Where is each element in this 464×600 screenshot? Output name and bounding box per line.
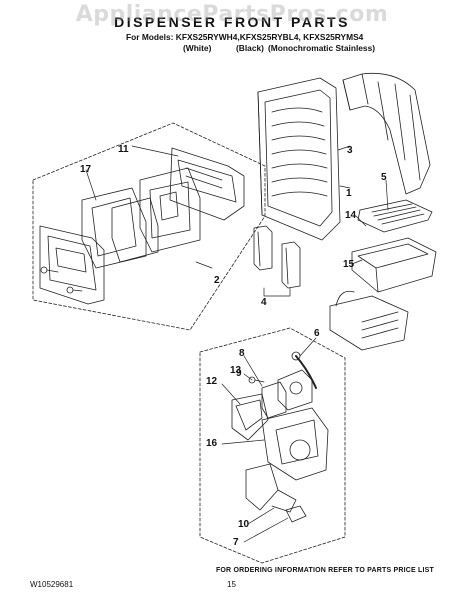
display-panel	[111, 197, 159, 263]
control-panel-group-outline	[32, 122, 266, 331]
rubber-strip-left	[253, 225, 273, 271]
rubber-strip-right	[281, 241, 301, 289]
screw-13	[248, 376, 265, 384]
dispenser-door-panel	[342, 72, 431, 195]
callout-7: 7	[233, 537, 239, 548]
electronic-control-board	[139, 167, 201, 253]
callout-3: 3	[347, 145, 353, 156]
callout-16: 16	[206, 438, 218, 449]
solenoid-valve	[277, 369, 313, 411]
callout-4: 4	[261, 297, 267, 308]
callout-14: 14	[345, 210, 357, 221]
document-number: W10529681	[30, 580, 74, 589]
callout-15: 15	[343, 259, 355, 270]
ordering-note: FOR ORDERING INFORMATION REFER TO PARTS …	[215, 567, 434, 574]
dispenser-motor	[261, 381, 287, 419]
callout-5: 5	[381, 172, 387, 183]
drip-grille	[357, 199, 433, 233]
callout-17: 17	[80, 164, 92, 175]
callout-labels: 1 2 3 4 5 6 7 8 9 10 11 12 13 14 15 16 1…	[80, 144, 387, 548]
tray-base	[329, 290, 409, 351]
dispenser-lever	[245, 463, 297, 513]
ice-funnel	[231, 393, 269, 441]
models-line: For Models: KFXS25RYWH4,KFXS25RYBL4, KFX…	[126, 32, 364, 42]
page-title: DISPENSER FRONT PARTS	[114, 14, 350, 30]
lower-dispenser-housing	[261, 407, 329, 481]
screw-left	[40, 266, 59, 274]
callout-2: 2	[214, 275, 220, 286]
screw-lower	[66, 286, 83, 294]
callout-6: 6	[314, 328, 320, 339]
callout-8: 8	[239, 348, 245, 359]
drip-tray	[351, 237, 437, 293]
callout-9: 9	[236, 368, 242, 379]
callout-11: 11	[118, 144, 129, 155]
callout-1: 1	[346, 188, 352, 199]
front-bezel	[39, 225, 105, 305]
keypad-membrane	[81, 187, 147, 269]
color-black-label: (Black)	[236, 43, 264, 53]
callout-10: 10	[238, 519, 250, 530]
control-board-housing	[169, 147, 245, 221]
dispenser-housing	[257, 77, 341, 241]
page-number: 15	[227, 580, 236, 589]
leader-lines	[85, 145, 389, 543]
micro-switch	[285, 505, 307, 523]
color-stainless-label: (Monochromatic Stainless)	[268, 43, 376, 53]
color-white-label: (White)	[183, 43, 212, 53]
lower-assembly-group-outline	[199, 327, 346, 564]
callout-12: 12	[206, 376, 218, 387]
callout-13: 13	[230, 365, 242, 376]
